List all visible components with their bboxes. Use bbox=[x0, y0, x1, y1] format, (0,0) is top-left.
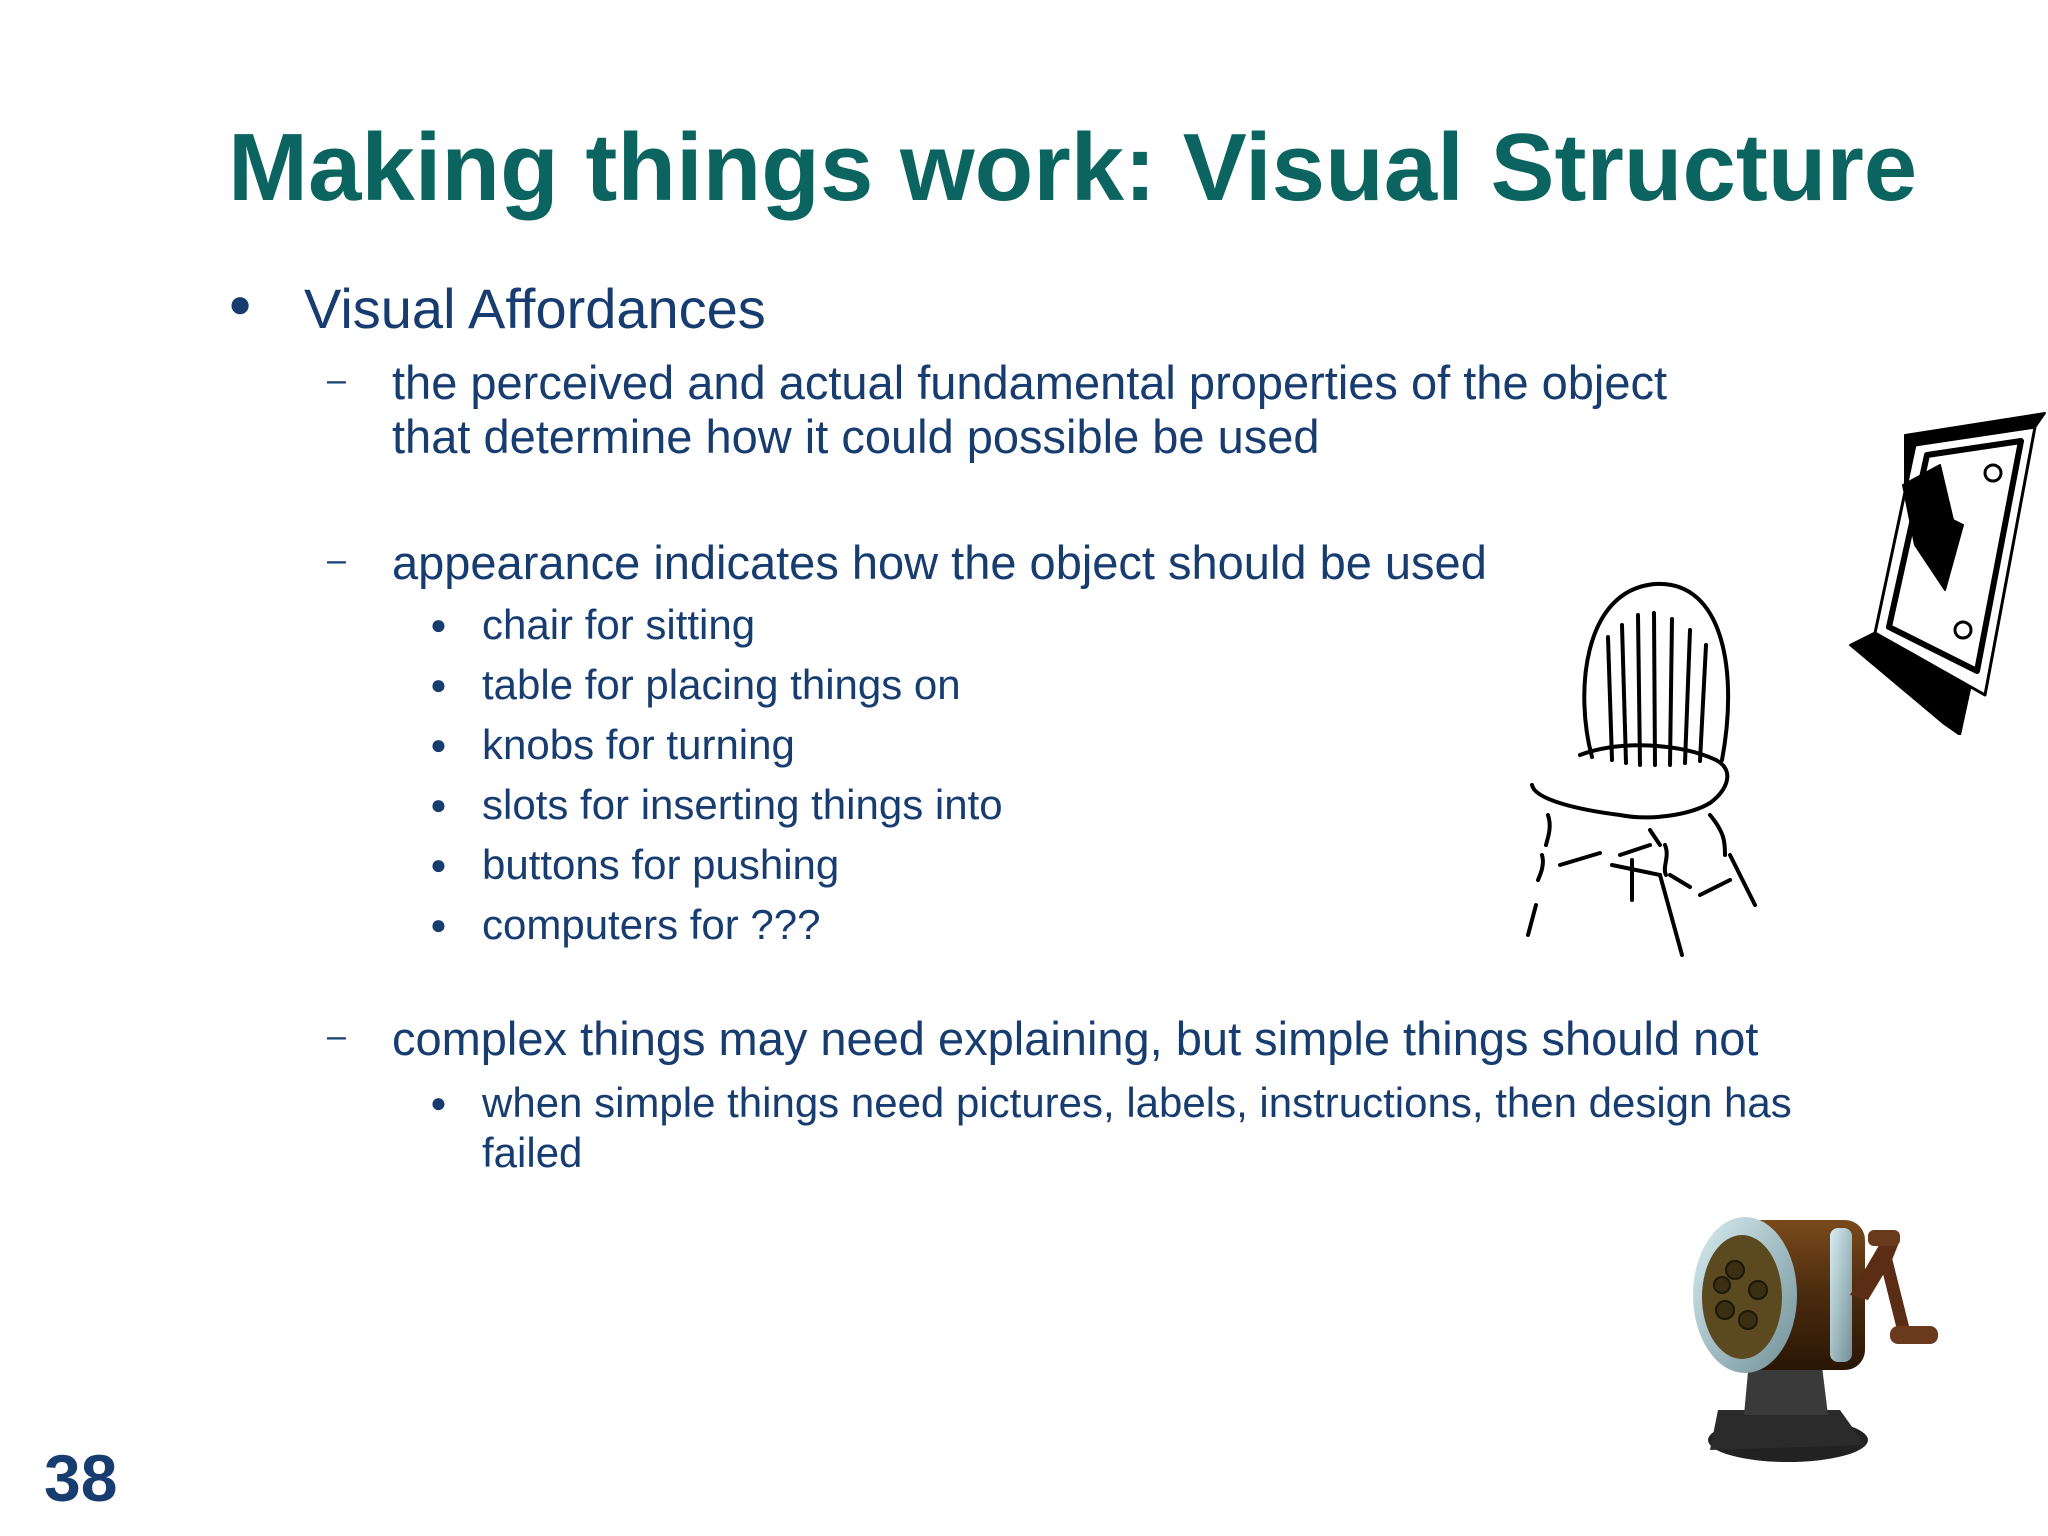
sub-bullet-text-line2: that determine how it could possible be … bbox=[392, 410, 1320, 463]
sub-bullet-text-line1: the perceived and actual fundamental pro… bbox=[392, 356, 1668, 409]
slide-title: Making things work: Visual Structure bbox=[228, 114, 1918, 221]
list-item-text: computers for ??? bbox=[482, 901, 821, 948]
bullet-dot-icon: ● bbox=[430, 609, 447, 640]
sub-bullet-text: appearance indicates how the object shou… bbox=[392, 536, 1487, 589]
light-switch-icon bbox=[1849, 412, 2046, 735]
bullet-dot-icon: ● bbox=[430, 1087, 447, 1118]
bullet-heading: Visual Affordances bbox=[304, 277, 766, 340]
dash-icon: – bbox=[327, 361, 346, 399]
chair-icon bbox=[1526, 581, 1757, 957]
bullet-dot-icon: ● bbox=[228, 282, 253, 326]
bullet-dot-icon: ● bbox=[430, 909, 447, 940]
bullet-dot-icon: ● bbox=[430, 789, 447, 820]
pencil-sharpener-icon bbox=[1693, 1217, 1938, 1462]
sub-bullet-text: complex things may need explaining, but … bbox=[392, 1012, 1759, 1065]
dash-icon: – bbox=[327, 541, 346, 579]
list-item-text-line2: failed bbox=[482, 1129, 583, 1176]
list-item-text: chair for sitting bbox=[482, 601, 756, 648]
list-item-text: slots for inserting things into bbox=[482, 781, 1003, 828]
slide-number: 38 bbox=[44, 1441, 118, 1515]
list-item-text: table for placing things on bbox=[482, 661, 961, 708]
dash-icon: – bbox=[327, 1017, 346, 1055]
bullet-dot-icon: ● bbox=[430, 729, 447, 760]
list-item-text: buttons for pushing bbox=[482, 841, 840, 888]
list-item-text: knobs for turning bbox=[482, 721, 795, 768]
bullet-dot-icon: ● bbox=[430, 669, 447, 700]
list-item-text-line1: when simple things need pictures, labels… bbox=[482, 1079, 1792, 1126]
bullet-dot-icon: ● bbox=[430, 849, 447, 880]
